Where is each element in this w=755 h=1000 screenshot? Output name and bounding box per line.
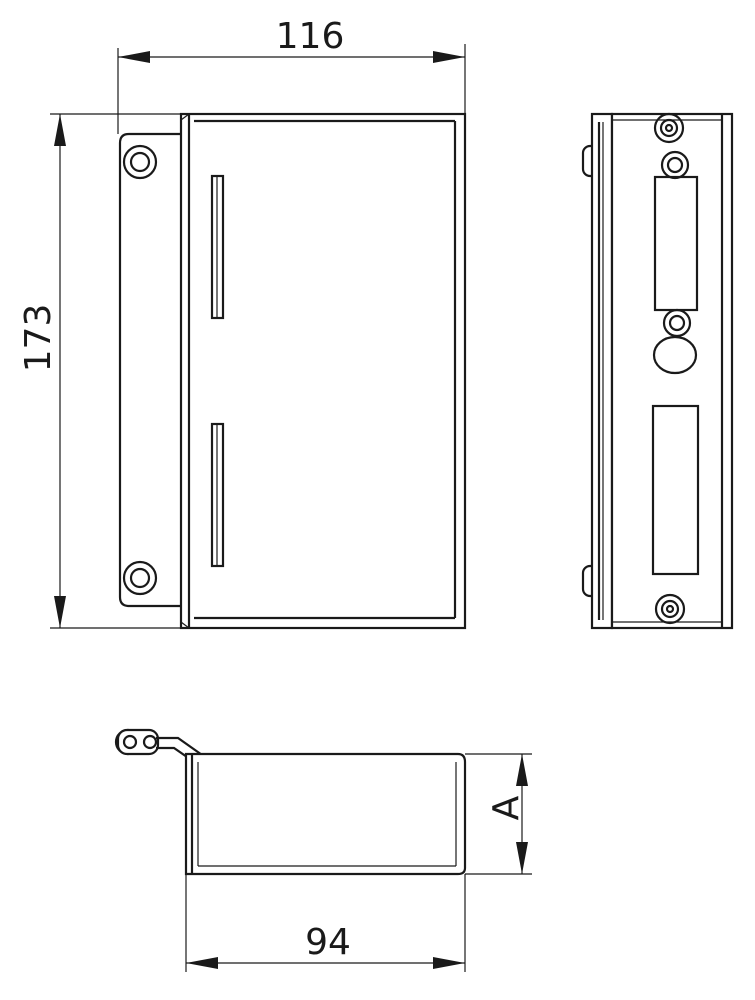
bottom-view <box>114 728 467 876</box>
dimension-a-label: A <box>486 795 527 820</box>
dimension-173-label: 173 <box>18 304 59 373</box>
front-view <box>118 112 467 630</box>
bottom-hinge <box>114 728 160 756</box>
side-view <box>581 112 734 630</box>
dimension-116-label: 116 <box>276 16 345 57</box>
front-housing <box>179 112 467 630</box>
side-screw-1 <box>653 112 685 144</box>
dimension-94-label: 94 <box>305 922 351 963</box>
dimension-a: A <box>465 753 532 875</box>
side-housing <box>610 112 734 630</box>
side-oval-hole <box>652 335 698 375</box>
side-back-plate <box>590 112 614 630</box>
side-screw-4 <box>654 593 686 625</box>
front-flange-hole-top <box>122 144 158 180</box>
front-flange <box>118 132 184 608</box>
dimension-116: 116 <box>117 16 466 134</box>
side-connector-cutout <box>653 175 699 312</box>
front-flange-hole-bottom <box>122 560 158 596</box>
bottom-housing <box>184 752 467 876</box>
dimension-173: 173 <box>18 113 181 629</box>
dimension-94: 94 <box>185 874 466 972</box>
side-window <box>651 404 700 576</box>
